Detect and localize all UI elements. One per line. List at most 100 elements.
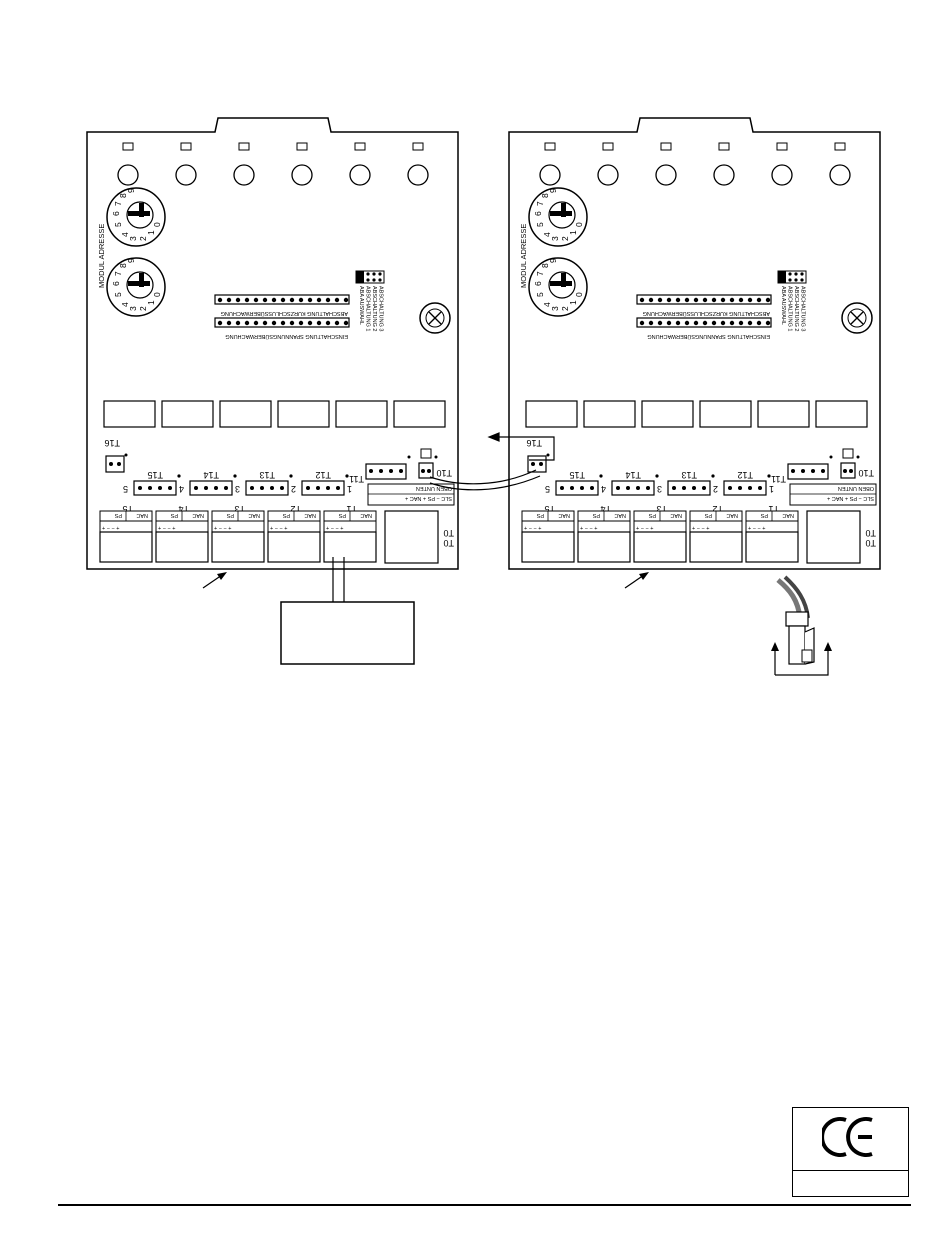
led-indicator — [776, 142, 788, 151]
t10-label: T10 — [436, 468, 452, 478]
nac-label: NAC — [360, 512, 372, 518]
dial-digit: 1 — [568, 230, 578, 235]
dial-digit: 3 — [550, 236, 560, 241]
output-connector[interactable] — [745, 531, 799, 563]
dial-digit: 2 — [138, 236, 148, 241]
channel-terminal-block[interactable]: T12 — [723, 470, 771, 496]
polarity-label: + − − + — [158, 526, 175, 532]
dial-digit: 7 — [113, 271, 123, 276]
t10-connector[interactable]: T10 — [418, 448, 452, 479]
terminal-label: T5 — [122, 504, 133, 514]
led-indicator — [296, 142, 308, 151]
channel-number: 1 — [769, 484, 774, 494]
label-window — [277, 400, 330, 428]
dial-digit: 8 — [540, 263, 550, 268]
aba-label: ABSCHALTUNG 3 — [378, 286, 384, 331]
label-window — [815, 400, 868, 428]
polarity-label: + − − + — [636, 526, 653, 532]
jumper-strip-label: EINSCHALTUNG SPANNUNGSÜBERWACHUNG — [225, 333, 348, 340]
aba-label: ABSCHALTUNG 2 — [371, 286, 377, 331]
t10-connector[interactable]: T10 — [840, 448, 874, 479]
dial-digit: 2 — [560, 306, 570, 311]
label-window — [525, 400, 578, 428]
dial-digit: 7 — [535, 271, 545, 276]
t11-label: T11 — [771, 474, 786, 484]
output-connector[interactable] — [577, 531, 631, 563]
jumper-header-strip[interactable]: EINSCHALTUNG SPANNUNGSÜBERWACHUNG — [214, 317, 350, 340]
module-address-label: MODUL ADRESSE — [97, 224, 106, 288]
terminal-label: T15 — [147, 470, 163, 480]
channel-number: 4 — [179, 484, 184, 494]
output-connector[interactable] — [267, 531, 321, 563]
led-indicator — [122, 142, 134, 151]
output-connector[interactable] — [155, 531, 209, 563]
dial-digit: 8 — [540, 193, 550, 198]
ps-label: PS — [536, 512, 544, 518]
dial-digit: 4 — [120, 232, 130, 237]
dial-digit: 3 — [128, 236, 138, 241]
channel-terminal-block[interactable]: T15 — [133, 470, 181, 496]
lamp-indicator — [829, 164, 851, 186]
channel-number: 2 — [713, 484, 718, 494]
ps-label: PS — [704, 512, 712, 518]
output-connector[interactable] — [521, 531, 575, 563]
dial-digit: 9 — [126, 258, 136, 263]
led-indicator — [718, 142, 730, 151]
channel-terminal-block[interactable]: T14 — [189, 470, 237, 496]
channel-terminal-block[interactable]: T14 — [611, 470, 659, 496]
dial-digit: 7 — [113, 201, 123, 206]
t11-connector[interactable]: T11 — [771, 455, 833, 485]
t16-connector[interactable]: T16 — [104, 438, 128, 473]
aba-label: ABA AUSWAHL — [358, 286, 364, 325]
channel-number: 4 — [601, 484, 606, 494]
t11-connector[interactable]: T11 — [349, 455, 411, 485]
jumper-header-strip[interactable]: EINSCHALTUNG SPANNUNGSÜBERWACHUNG — [636, 317, 772, 340]
jumper-header-strip[interactable]: ABSCHALTUNG KURZSCHLUSSÜBERWACHUNG — [636, 294, 772, 317]
lamp-indicator — [175, 164, 197, 186]
lamp-indicator — [407, 164, 429, 186]
terminal-label: T12 — [315, 470, 331, 480]
dial-digit: 4 — [542, 232, 552, 237]
t0-label: T0 — [443, 538, 454, 548]
channel-terminal-block[interactable]: T15 — [555, 470, 603, 496]
dial-digit: 4 — [120, 302, 130, 307]
output-connector[interactable] — [689, 531, 743, 563]
output-connector[interactable] — [323, 531, 377, 563]
oben-unten-label: OBEN UNTEN — [416, 485, 452, 491]
dial-digit: 5 — [113, 292, 123, 297]
channel-terminal-block[interactable]: T12 — [301, 470, 349, 496]
output-connector[interactable] — [211, 531, 265, 563]
output-connector[interactable] — [99, 531, 153, 563]
jumper-header-strip[interactable]: ABSCHALTUNG KURZSCHLUSSÜBERWACHUNG — [214, 294, 350, 317]
aba-label: ABSCHALTUNG 1 — [365, 286, 371, 331]
led-indicator — [238, 142, 250, 151]
channel-terminal-block[interactable]: T13 — [245, 470, 293, 496]
channel-terminal-block[interactable]: T13 — [667, 470, 715, 496]
terminal-label: T3 — [234, 504, 245, 514]
label-window — [583, 400, 636, 428]
output-connector[interactable] — [633, 531, 687, 563]
terminal-label: T2 — [290, 504, 301, 514]
dial-digit: 6 — [111, 211, 121, 216]
